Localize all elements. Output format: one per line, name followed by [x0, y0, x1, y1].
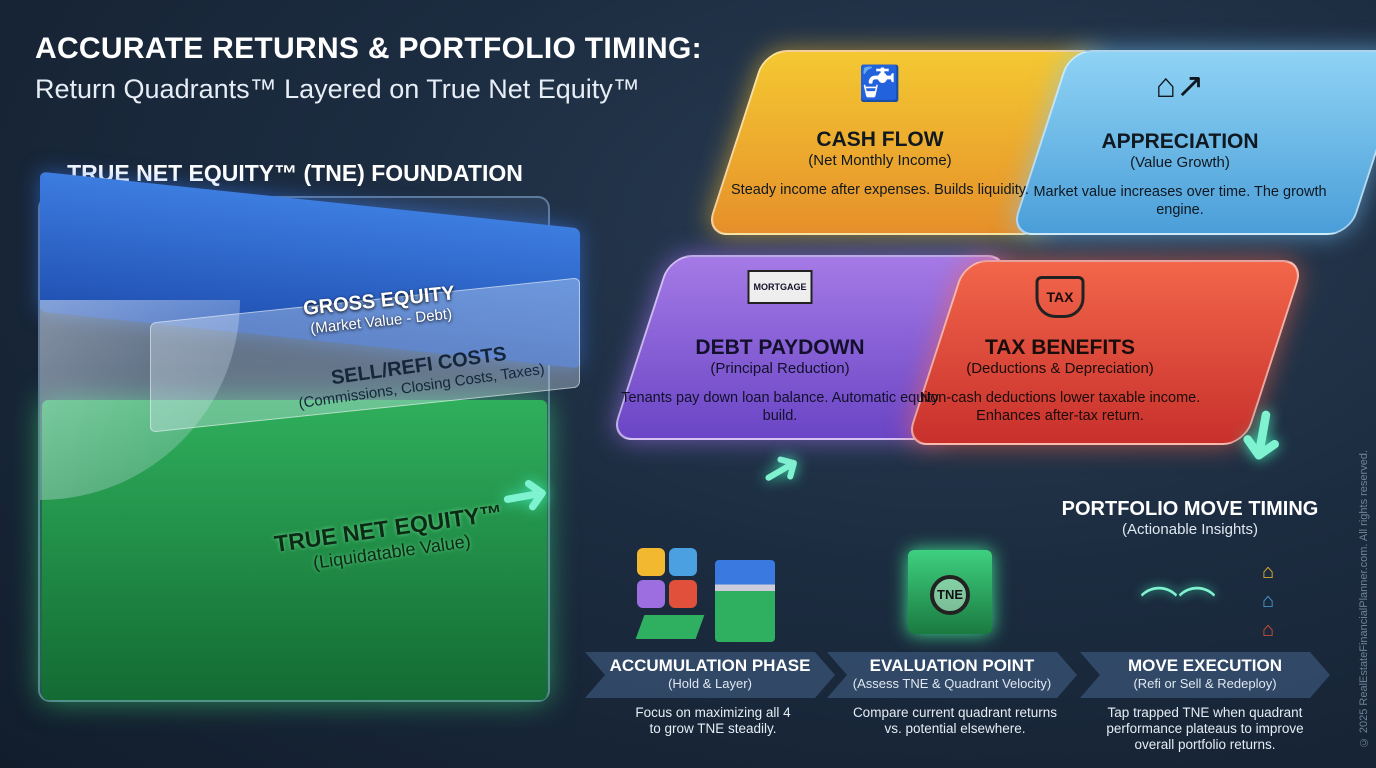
title-subtitle: Return Quadrants™ Layered on True Net Eq…: [35, 74, 640, 104]
phase-desc: Focus on maximizing all 4 to grow TNE st…: [635, 705, 791, 737]
quadrant-sub: (Deductions & Depreciation): [966, 360, 1154, 377]
phase-sub: (Assess TNE & Quadrant Velocity): [852, 676, 1052, 691]
copyright: © 2025 RealEstateFinancialPlanner.com. A…: [1358, 450, 1370, 749]
quadrant-sub: (Principal Reduction): [710, 360, 850, 377]
flow-arrow-icon: ➜: [748, 434, 814, 504]
house-growth-icon: ⌂↗: [1155, 67, 1205, 105]
quadrant-cash-flow: 🚰 CASH FLOW (Net Monthly Income) Steady …: [710, 50, 1050, 199]
mini-equity-stack-icon: [715, 560, 775, 642]
houses-icon: ⌂⌂⌂: [1262, 561, 1275, 641]
phase-sub: (Hold & Layer): [668, 676, 752, 691]
quadrant-sub: (Net Monthly Income): [808, 152, 952, 169]
phase-title: ACCUMULATION PHASE: [609, 656, 811, 675]
quadrant-desc: Non-cash deductions lower taxable income…: [919, 390, 1201, 425]
quadrant-title: CASH FLOW: [816, 128, 944, 151]
bridge-icon: ⌒⌒: [1140, 586, 1217, 628]
timing-title: PORTFOLIO MOVE TIMING: [1061, 498, 1319, 520]
quadrant-desc: Tenants pay down loan balance. Automatic…: [621, 390, 939, 425]
phase-title: MOVE EXECUTION: [1128, 656, 1282, 675]
quadrant-desc: Market value increases over time. The gr…: [1033, 184, 1327, 219]
tax-shield-icon: TAX: [1035, 276, 1085, 318]
green-block-icon: [635, 615, 705, 639]
timing-arrow-icon: ➜: [1220, 400, 1308, 472]
phase-move-execution: MOVE EXECUTION(Refi or Sell & Redeploy): [1080, 652, 1330, 698]
title-main: ACCURATE RETURNS & PORTFOLIO TIMING:: [35, 32, 702, 65]
faucet-coin-icon: 🚰: [858, 65, 902, 103]
magnifier-icon: TNE: [930, 575, 970, 615]
phase-title: EVALUATION POINT: [869, 656, 1035, 675]
mini-quadrants-icon: [637, 548, 697, 608]
phase-desc: Compare current quadrant returns vs. pot…: [852, 705, 1058, 737]
portfolio-timing-heading: PORTFOLIO MOVE TIMING (Actionable Insigh…: [1040, 498, 1340, 538]
phase-desc: Tap trapped TNE when quadrant performanc…: [1106, 705, 1304, 753]
quadrant-debt-paydown: MORTGAGE DEBT PAYDOWN (Principal Reducti…: [610, 258, 950, 425]
quadrant-title: APPRECIATION: [1101, 130, 1259, 153]
mortgage-document-icon: MORTGAGE: [747, 270, 813, 304]
quadrant-desc: Steady income after expenses. Builds liq…: [731, 182, 1029, 198]
quadrant-title: DEBT PAYDOWN: [695, 336, 865, 359]
timing-sub: (Actionable Insights): [1122, 521, 1258, 538]
quadrant-appreciation: ⌂↗ APPRECIATION (Value Growth) Market va…: [1010, 52, 1350, 219]
phase-accumulation: ACCUMULATION PHASE(Hold & Layer): [585, 652, 835, 698]
phase-sub: (Refi or Sell & Redeploy): [1133, 676, 1277, 691]
quadrant-sub: (Value Growth): [1130, 154, 1230, 171]
quadrant-title: TAX BENEFITS: [984, 336, 1136, 359]
quadrant-tax-benefits: TAX TAX BENEFITS (Deductions & Depreciat…: [890, 258, 1230, 425]
phase-evaluation: EVALUATION POINT(Assess TNE & Quadrant V…: [827, 652, 1077, 698]
